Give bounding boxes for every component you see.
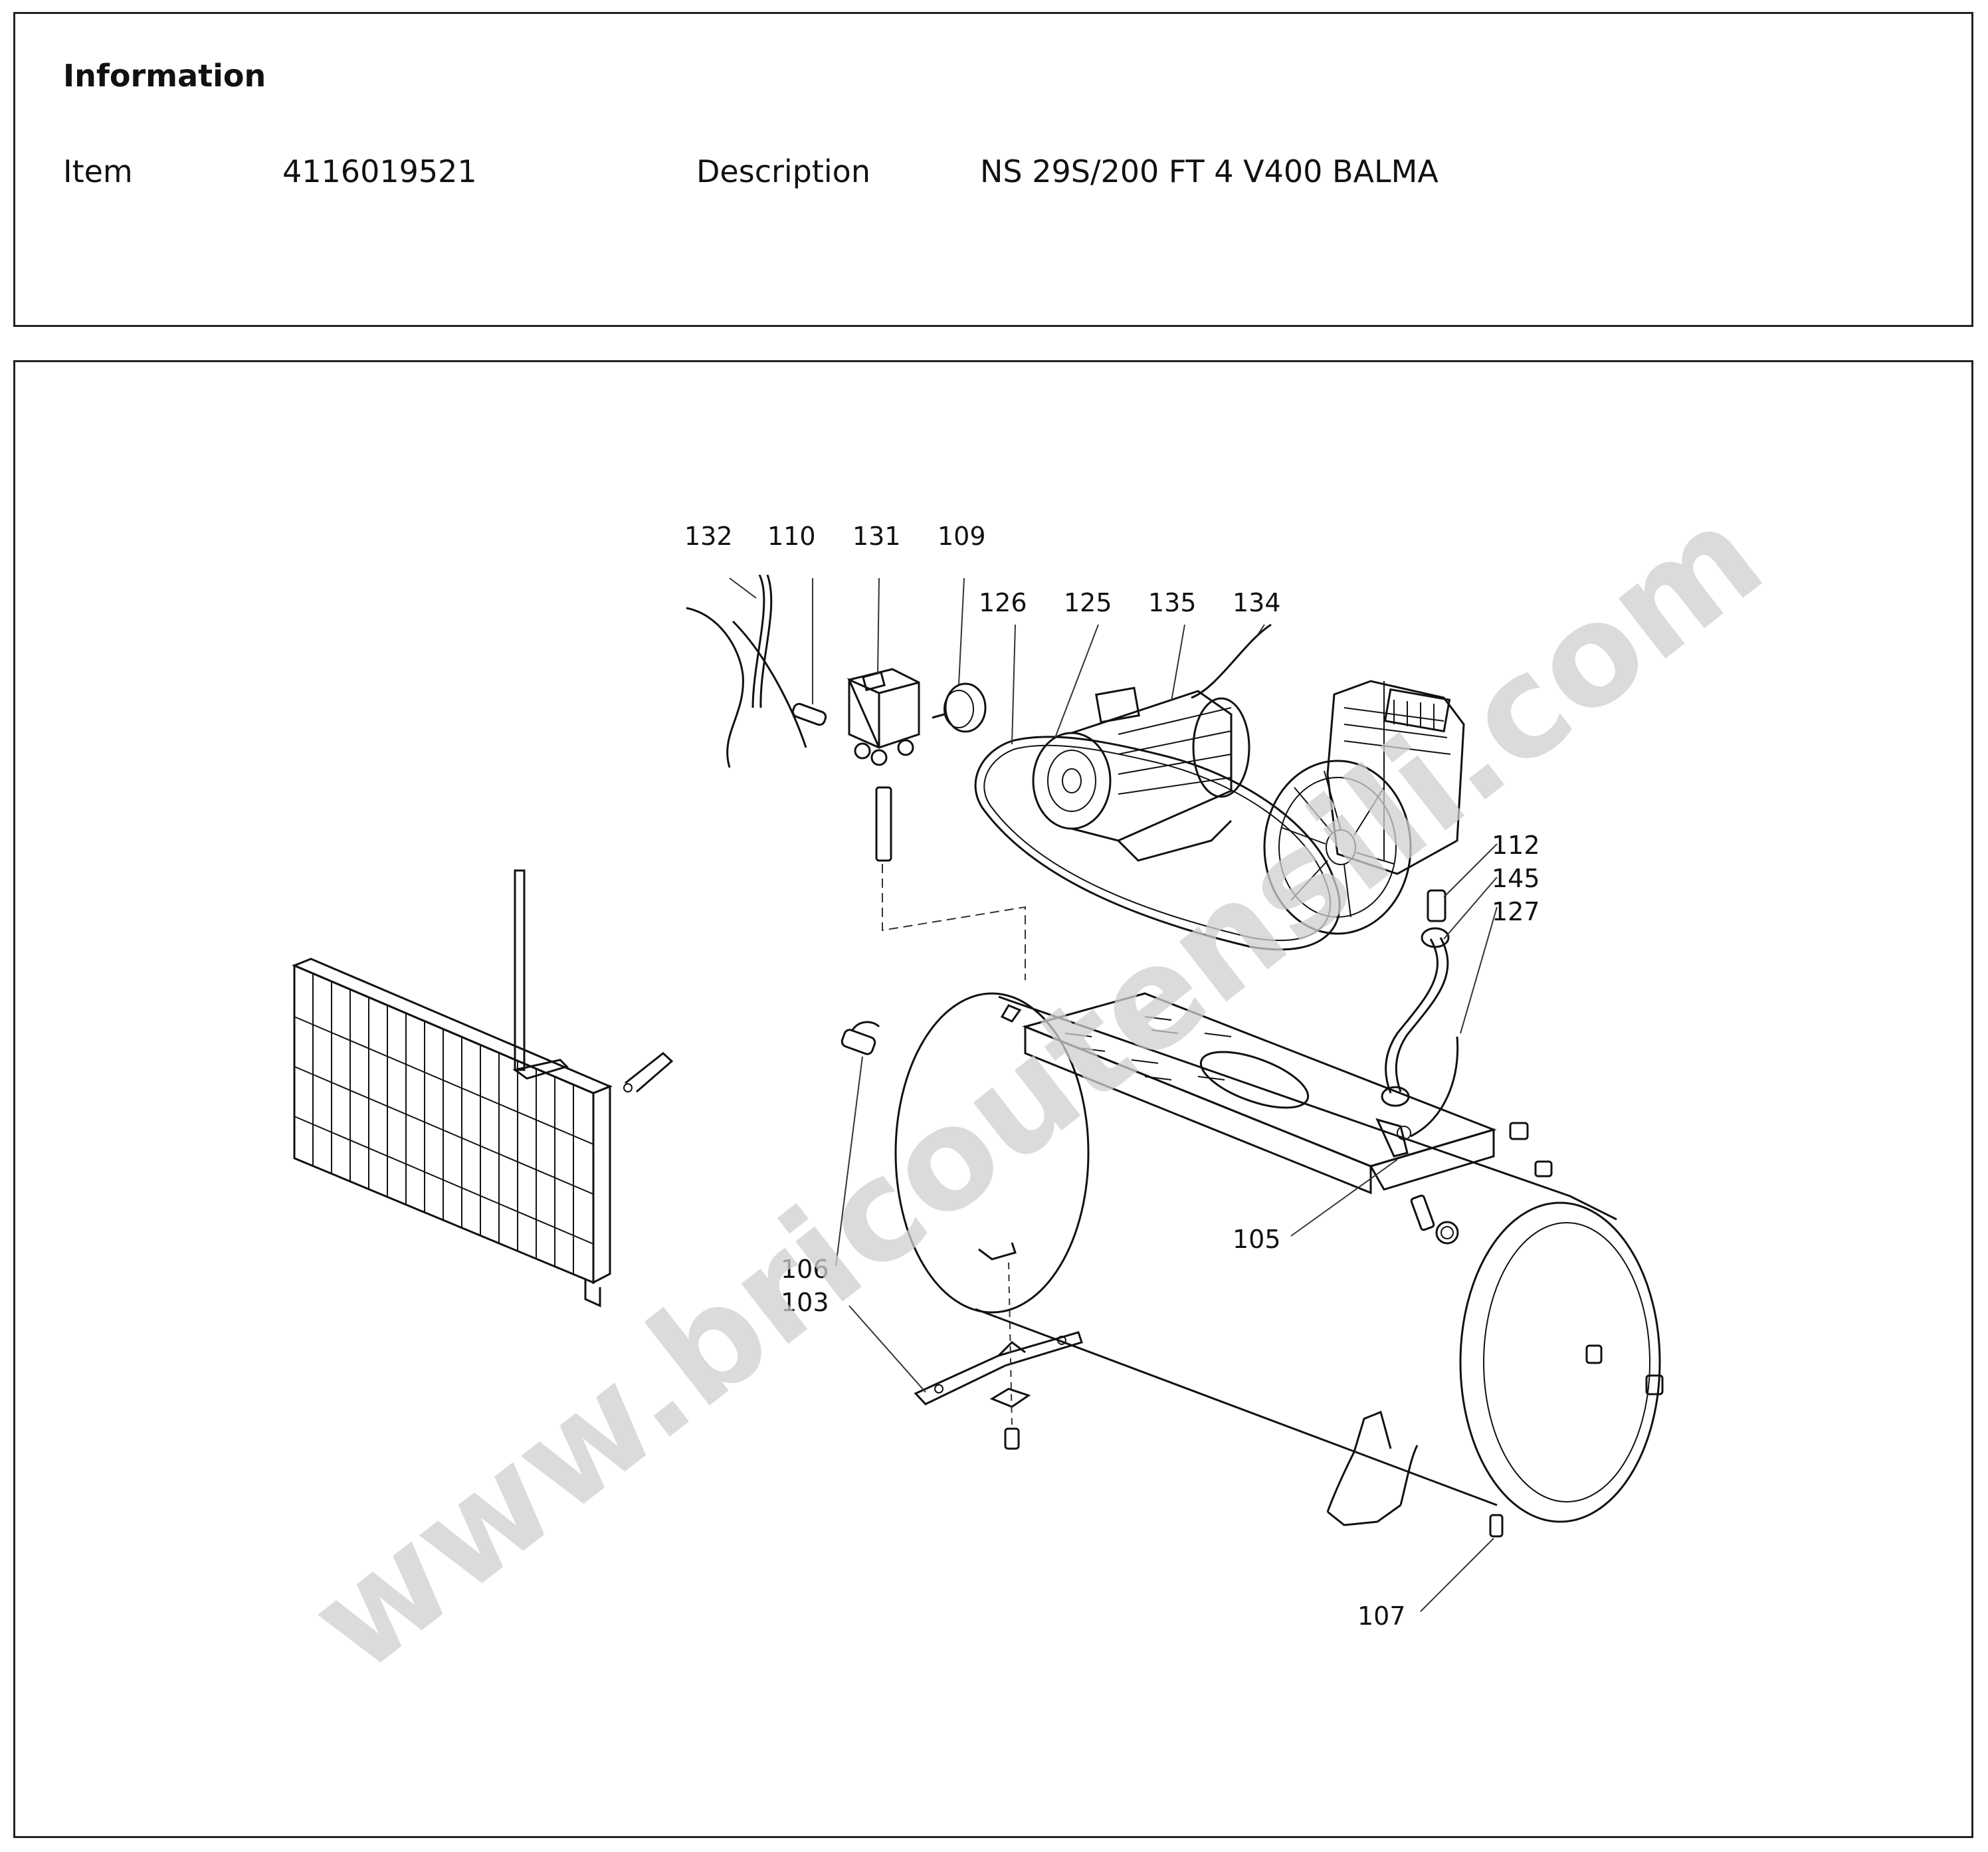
- air-tank: [894, 992, 1664, 1523]
- grille-brackets: [512, 869, 674, 1093]
- exploded-parts-diagram: 132 110 131 109 126 125 135 134 112 145 …: [13, 360, 1973, 1838]
- callout-126: 126: [979, 588, 1027, 617]
- diagram-canvas: 132 110 131 109 126 125 135 134 112 145 …: [281, 474, 1791, 1704]
- description-value: NS 29S/200 FT 4 V400 BALMA: [980, 154, 1439, 189]
- leader-lines: [729, 577, 1498, 1612]
- item-value: 4116019521: [282, 154, 477, 189]
- cable-bundle: [686, 574, 807, 768]
- pressure-gauge: [932, 682, 987, 733]
- callout-134: 134: [1233, 588, 1281, 617]
- callout-103: 103: [781, 1288, 829, 1317]
- safety-valve: [841, 1021, 880, 1055]
- grille-guard: [292, 958, 613, 1308]
- callout-110: 110: [767, 522, 816, 551]
- item-label: Item: [63, 154, 133, 189]
- drain-cable: [1410, 1036, 1459, 1138]
- information-panel: Information Item 4116019521 Description …: [13, 12, 1973, 327]
- fitting-110: [791, 702, 827, 726]
- electric-motor: [1032, 623, 1272, 862]
- callout-131: 131: [852, 522, 901, 551]
- pressure-switch: [847, 668, 920, 862]
- callout-127: 127: [1492, 897, 1540, 926]
- callout-labels: 132 110 131 109 126 125 135 134 112 145 …: [684, 522, 1540, 1631]
- callout-107: 107: [1357, 1601, 1406, 1631]
- callout-135: 135: [1148, 588, 1197, 617]
- grille-mesh: [294, 974, 594, 1275]
- callout-125: 125: [1064, 588, 1112, 617]
- callout-106: 106: [781, 1255, 829, 1284]
- motor-platform: [1022, 992, 1497, 1195]
- information-title: Information: [63, 58, 266, 94]
- compressor-pump: [1263, 680, 1465, 935]
- callout-109: 109: [938, 522, 986, 551]
- tank-feet: [914, 1242, 1504, 1538]
- watermark-text: www.bricoutensili.com: [281, 474, 1791, 1704]
- callout-112: 112: [1492, 831, 1540, 860]
- description-label: Description: [696, 154, 870, 189]
- callout-105: 105: [1233, 1225, 1281, 1254]
- callout-145: 145: [1492, 864, 1540, 893]
- delivery-pipe: [1381, 927, 1450, 1107]
- callout-132: 132: [684, 522, 733, 551]
